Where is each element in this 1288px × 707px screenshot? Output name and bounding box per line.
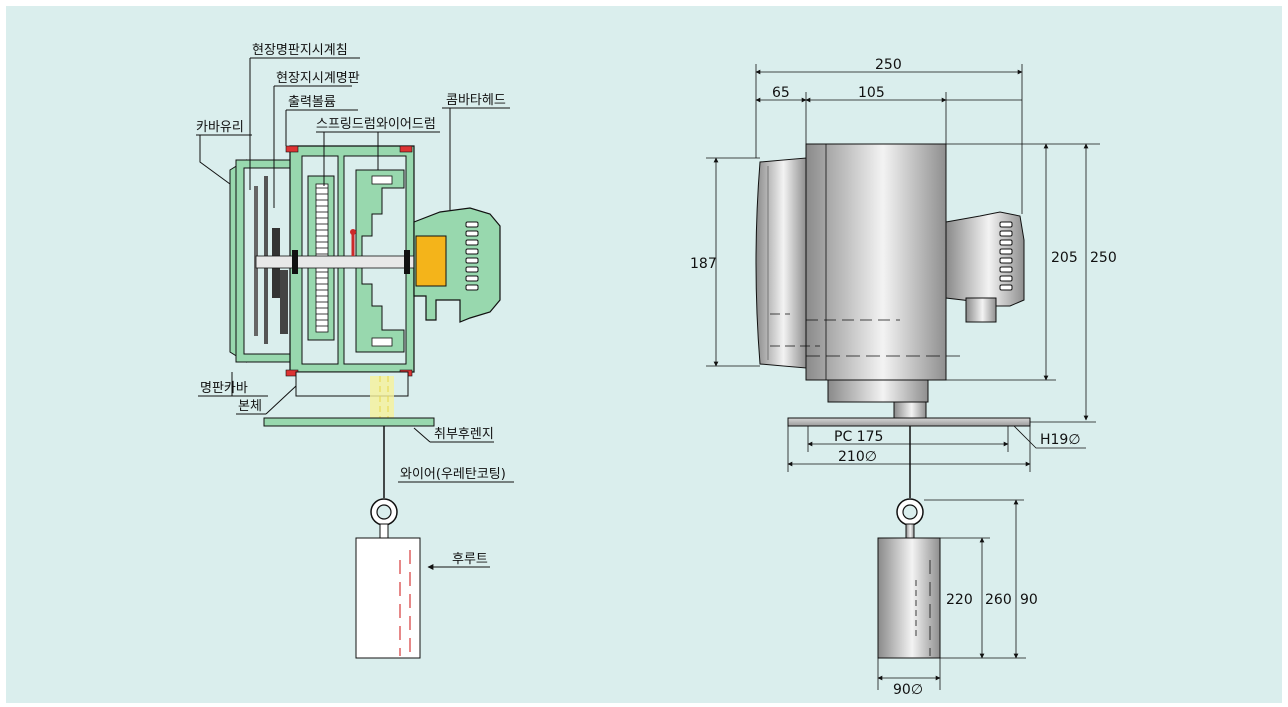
label-mounting-flange: 취부후렌지	[434, 427, 494, 442]
ext-head-fin	[999, 275, 1013, 282]
dim-pc: PC 175	[834, 429, 883, 445]
label-converter-head: 콤바타헤드	[446, 93, 506, 108]
diagram-background	[6, 6, 1282, 703]
float-body-ext	[877, 537, 941, 659]
head-fin	[465, 248, 479, 255]
flange-plate-ext	[787, 417, 1031, 427]
ext-head-fin	[999, 284, 1013, 291]
head-fin	[465, 221, 479, 228]
left-leader-lines	[196, 57, 514, 570]
cover-shape	[755, 157, 807, 369]
ext-head-fin	[999, 248, 1013, 255]
head-fin	[465, 284, 479, 291]
head-fin	[465, 230, 479, 237]
mounting-flange-shape	[263, 417, 435, 427]
label-indicator-plate: 현장지시계명판	[276, 71, 360, 86]
dimension-lines	[706, 64, 1100, 690]
label-indicator-needle: 현장명판지시계침	[252, 43, 348, 58]
dim-float-dia: 90∅	[893, 682, 923, 698]
wire-drum-shape	[355, 169, 405, 353]
dim-float-total: 260	[985, 592, 1012, 608]
label-spring-drum: 스프링드럼	[316, 117, 376, 132]
main-shaft	[255, 255, 419, 269]
dim-flange-width: 210∅	[838, 449, 877, 465]
label-float: 후루트	[452, 552, 488, 567]
head-fin	[465, 239, 479, 246]
label-wire: 와이어(우레탄코팅)	[400, 467, 506, 482]
neck-ext	[827, 379, 929, 403]
label-nameplate-cover: 명판카바	[200, 381, 248, 396]
housing-body	[805, 143, 947, 381]
ext-head-fin	[999, 221, 1013, 228]
float-body-section	[355, 537, 421, 659]
head-fin	[465, 266, 479, 273]
cable-gland	[965, 297, 997, 323]
dim-cover-depth: 65	[772, 85, 790, 101]
dim-overall-width: 250	[875, 57, 902, 73]
external-view	[755, 143, 1031, 659]
dim-cover-height: 187	[690, 256, 717, 272]
dim-float-height: 220	[946, 592, 973, 608]
ext-head-fin	[999, 266, 1013, 273]
label-cover-glass: 카바유리	[196, 120, 244, 135]
dim-hole: H19∅	[1040, 432, 1081, 448]
head-fin	[465, 275, 479, 282]
ext-head-fin	[999, 230, 1013, 237]
label-body: 본체	[238, 399, 262, 414]
ext-head-fin	[999, 257, 1013, 264]
label-wire-drum: 와이어드럼	[376, 117, 436, 132]
junction-box	[415, 235, 447, 287]
dim-float-extra: 90	[1020, 592, 1038, 608]
dim-total-height: 250	[1090, 250, 1117, 266]
ext-head-fin	[999, 239, 1013, 246]
cross-section-view	[229, 145, 501, 659]
label-output-volume: 출력볼륨	[288, 95, 336, 110]
head-fin	[465, 257, 479, 264]
dim-body-depth: 105	[858, 85, 885, 101]
dim-body-height: 205	[1051, 250, 1078, 266]
